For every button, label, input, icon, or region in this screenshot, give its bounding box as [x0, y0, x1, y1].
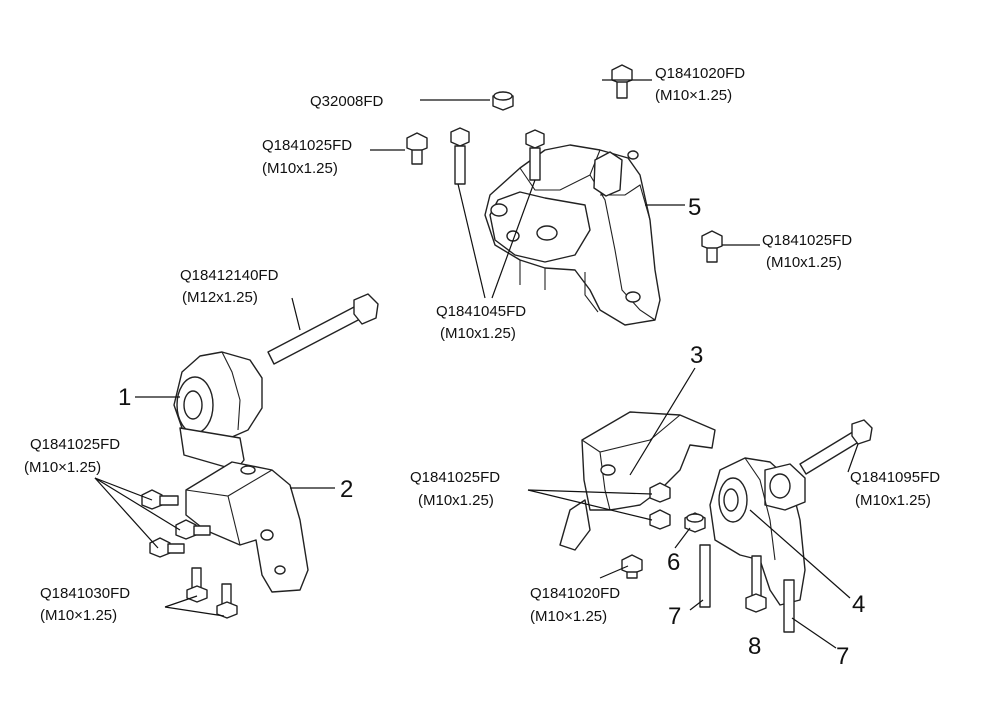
label-m10-far-right: (M10x1.25): [855, 492, 931, 509]
label-q1841025-left: Q1841025FD: [30, 436, 120, 453]
label-m10-top-left: (M10x1.25): [262, 160, 338, 177]
label-m10-bottom-center: (M10×1.25): [530, 608, 607, 625]
label-q1841025-center: Q1841025FD: [410, 469, 500, 486]
rear-mount-part-4: [709, 457, 806, 606]
transmission-mount-part-5: [484, 144, 661, 326]
bolt-part-8: [745, 555, 767, 613]
long-bolt-q18412140: [267, 293, 379, 365]
callout-5: 5: [688, 194, 701, 221]
bracket-part-3: [559, 411, 716, 551]
nut-part-6: [684, 512, 706, 533]
bolts-q1841030: [186, 567, 238, 619]
bolt-q1841020-bottom: [621, 554, 643, 579]
callout-4: 4: [852, 591, 865, 618]
label-m10-top-right: (M10×1.25): [655, 87, 732, 104]
label-q1841045: Q1841045FD: [436, 303, 526, 320]
label-m12: (M12x1.25): [182, 289, 258, 306]
callout-8: 8: [748, 633, 761, 660]
label-q32008: Q32008FD: [310, 93, 384, 110]
part-number-labels: Q32008FD Q1841020FD (M10×1.25) Q1841025F…: [24, 65, 940, 625]
callout-7-left: 7: [668, 603, 681, 630]
bolt-q1841045-left: [450, 127, 470, 185]
leader-lines: [94, 79, 859, 649]
label-q1841020-bottom: Q1841020FD: [530, 585, 620, 602]
label-m10-center: (M10x1.25): [418, 492, 494, 509]
label-q18412140: Q18412140FD: [180, 267, 279, 284]
stud-part-7-right: [783, 579, 795, 633]
label-q1841025-right: Q1841025FD: [762, 232, 852, 249]
label-q1841025-top: Q1841025FD: [262, 137, 352, 154]
callout-7-right: 7: [836, 643, 849, 670]
label-m10-mid: (M10x1.25): [440, 325, 516, 342]
bolt-q1841045-right: [525, 129, 545, 181]
stud-part-7-left: [699, 544, 711, 608]
callout-3: 3: [690, 342, 703, 369]
bolt-q1841025-right: [701, 230, 723, 263]
callout-2: 2: [340, 476, 353, 503]
label-m10-bottom-left: (M10×1.25): [40, 607, 117, 624]
label-q1841020-top: Q1841020FD: [655, 65, 745, 82]
engine-mount-part-1: [173, 351, 263, 471]
label-q1841030: Q1841030FD: [40, 585, 130, 602]
long-bolt-q1841095: [799, 419, 873, 475]
label-m10-right: (M10x1.25): [766, 254, 842, 271]
bolt-q32008-nut: [492, 91, 514, 111]
bolts-q1841025-center: [649, 482, 671, 530]
bolt-q1841025-top: [406, 132, 428, 165]
callout-6: 6: [667, 549, 680, 576]
label-m10-left: (M10×1.25): [24, 459, 101, 476]
callout-numbers: 1 2 3 4 5 6 7 7 8: [118, 194, 865, 670]
label-q1841095: Q1841095FD: [850, 469, 940, 486]
bracket-part-2: [185, 461, 309, 593]
bolt-q1841020-top: [611, 64, 633, 99]
bolts-q1841025-left: [141, 489, 211, 558]
callout-1: 1: [118, 384, 131, 411]
